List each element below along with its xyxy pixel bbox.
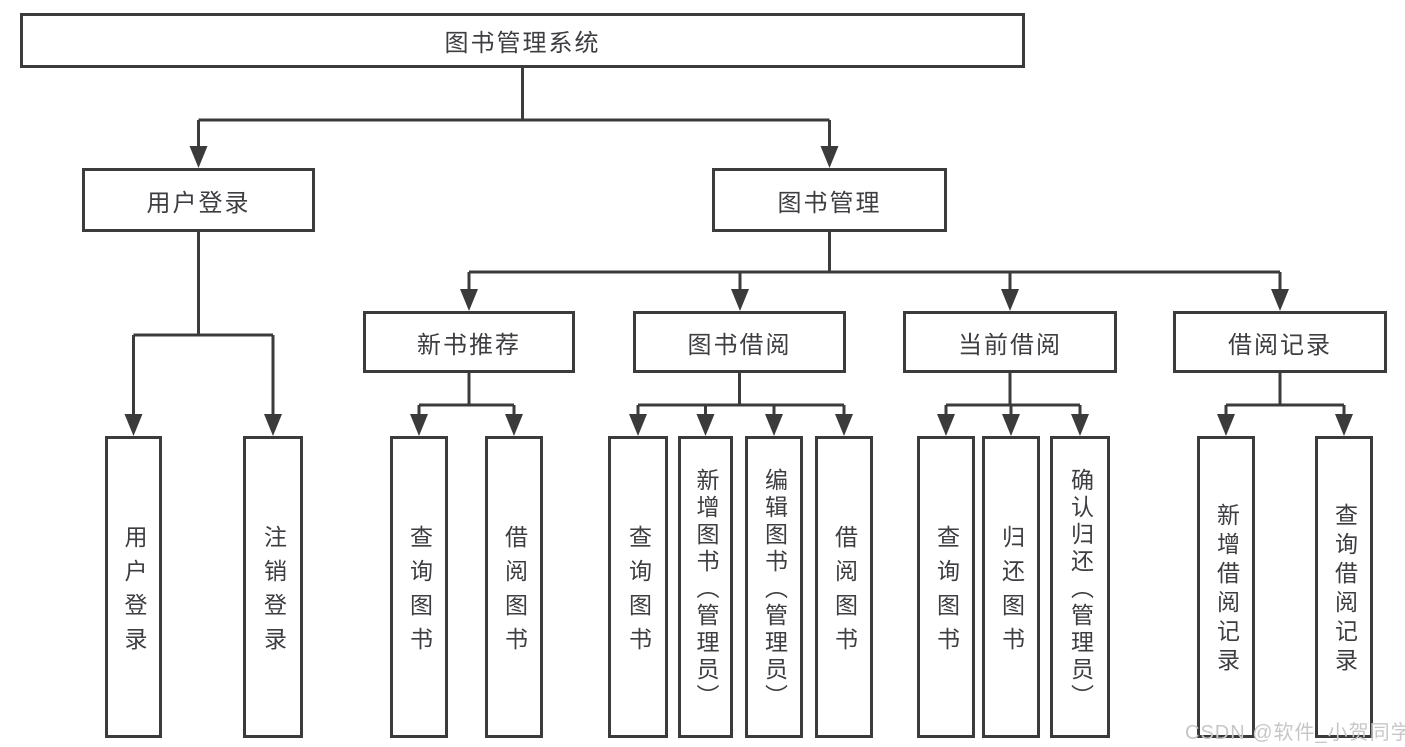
leaf-return-books: 归还图书	[982, 436, 1040, 738]
connector-borrowing-records-to-leaves	[1224, 373, 1346, 418]
leaf-recommend-query-books: 查询图书	[390, 436, 448, 738]
leaf-recommend-query-books-label: 查询图书	[406, 524, 433, 661]
node-new-book-recommend: 新书推荐	[363, 311, 575, 373]
leaf-add-books-admin-label: 新增图书（管理员）	[693, 467, 719, 711]
leaf-recommend-borrow-books-label: 借阅图书	[501, 524, 528, 661]
watermark-text: CSDN @软件_小贺同学	[1185, 722, 1405, 744]
leaf-add-borrow-record-label: 新增借阅记录	[1213, 503, 1240, 677]
leaf-add-borrow-record: 新增借阅记录	[1197, 436, 1255, 738]
node-current-borrowing: 当前借阅	[903, 311, 1117, 373]
leaf-confirm-return-admin: 确认归还（管理员）	[1050, 436, 1110, 738]
node-book-management: 图书管理	[712, 168, 947, 232]
leaf-current-query-books-label: 查询图书	[933, 524, 960, 661]
connector-root-to-level2	[197, 68, 831, 150]
leaf-logout-login-label: 注销登录	[260, 524, 287, 661]
leaf-query-borrow-record-label: 查询借阅记录	[1331, 503, 1358, 677]
leaf-borrowing-borrow-books: 借阅图书	[815, 436, 873, 738]
leaf-borrowing-borrow-books-label: 借阅图书	[831, 524, 858, 661]
leaf-user-login-label: 用户登录	[121, 524, 147, 661]
leaf-borrowing-query-books-label: 查询图书	[625, 524, 652, 661]
leaf-current-query-books: 查询图书	[917, 436, 975, 738]
node-borrowing-records: 借阅记录	[1173, 311, 1387, 373]
leaf-edit-books-admin: 编辑图书（管理员）	[745, 436, 803, 738]
leaf-confirm-return-admin-label: 确认归还（管理员）	[1067, 467, 1094, 711]
connector-book-borrowing-to-leaves	[636, 373, 846, 418]
leaf-return-books-label: 归还图书	[998, 524, 1025, 661]
leaf-logout-login: 注销登录	[243, 436, 303, 738]
connector-current-borrowing-to-leaves	[944, 373, 1082, 418]
leaf-edit-books-admin-label: 编辑图书（管理员）	[761, 467, 788, 711]
node-user-login: 用户登录	[82, 168, 315, 232]
leaf-add-books-admin: 新增图书（管理员）	[678, 436, 733, 738]
leaf-user-login: 用户登录	[105, 436, 162, 738]
leaf-borrowing-query-books: 查询图书	[608, 436, 668, 738]
node-book-borrowing: 图书借阅	[633, 311, 846, 373]
node-root-system: 图书管理系统	[20, 13, 1025, 68]
connector-user-login-to-leaves	[132, 232, 275, 418]
connector-new-book-recommend-to-leaves	[417, 373, 516, 418]
arrowhead-icons	[124, 146, 1353, 436]
leaf-query-borrow-record: 查询借阅记录	[1315, 436, 1373, 738]
connector-book-management-to-level3	[467, 232, 1282, 293]
leaf-recommend-borrow-books: 借阅图书	[485, 436, 543, 738]
